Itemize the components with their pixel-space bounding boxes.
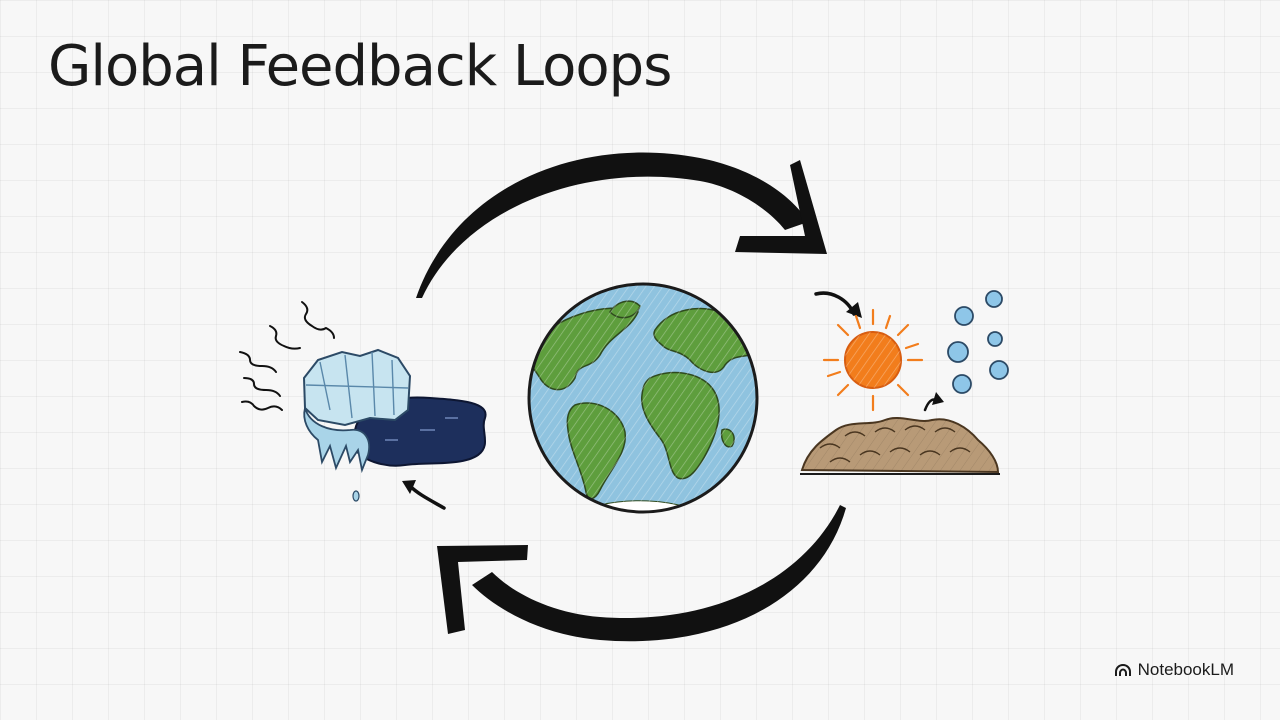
- notebooklm-logo-icon: [1114, 663, 1131, 676]
- top-cycle-arrow: [416, 152, 827, 298]
- brand-label: NotebookLM: [1137, 660, 1234, 679]
- continents: [529, 284, 757, 512]
- earth-globe-icon: [527, 282, 759, 514]
- gas-bubbles-icon: [947, 290, 1009, 394]
- heat-wave-lines: [239, 301, 335, 411]
- iceberg: [302, 348, 412, 427]
- small-cycle-arrow-icon: [408, 484, 446, 510]
- brand-watermark: NotebookLM: [1114, 660, 1234, 680]
- bottom-cycle-arrow: [437, 505, 846, 642]
- sun-over-soil-icon: [800, 290, 1009, 475]
- melting-ice-icon: [239, 301, 487, 510]
- melting-base: [303, 404, 370, 474]
- slide-title: Global Feedback Loops: [48, 34, 672, 99]
- soil-mound: [800, 417, 1000, 475]
- sun-icon: [822, 308, 924, 412]
